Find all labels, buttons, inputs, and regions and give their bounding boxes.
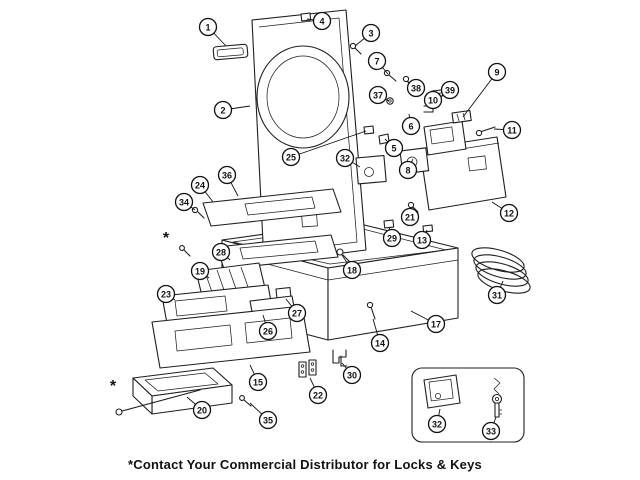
- svg-text:27: 27: [292, 309, 302, 319]
- svg-text:30: 30: [347, 371, 357, 381]
- callout-33: 33: [481, 416, 501, 441]
- svg-text:23: 23: [161, 290, 171, 300]
- callout-13: 13: [412, 229, 432, 250]
- callout-23: 23: [156, 284, 176, 304]
- svg-text:26: 26: [263, 327, 273, 337]
- svg-text:3: 3: [368, 29, 373, 39]
- lock-inset-box: [411, 367, 525, 443]
- callout-22: 22: [308, 377, 328, 405]
- drawer-assembly: [115, 367, 233, 416]
- console-assembly: [399, 109, 507, 211]
- callout-18: 18: [341, 254, 362, 280]
- svg-text:2: 2: [220, 106, 225, 116]
- callout-11: 11: [493, 120, 522, 140]
- callout-17: 17: [410, 310, 446, 334]
- callout-36: 36: [217, 165, 239, 197]
- callout-9: 9: [462, 62, 507, 118]
- svg-text:11: 11: [507, 126, 517, 136]
- callout-25: 25: [281, 130, 367, 167]
- callout-24: 24: [190, 175, 214, 203]
- svg-text:34: 34: [179, 198, 189, 208]
- svg-text:24: 24: [195, 181, 205, 191]
- svg-text:22: 22: [313, 391, 323, 401]
- svg-text:5: 5: [391, 144, 396, 154]
- power-cord-coil: [471, 247, 531, 294]
- callout-27: 27: [285, 298, 307, 323]
- callout-28: 28: [211, 242, 231, 262]
- svg-text:20: 20: [197, 406, 207, 416]
- callout-37: 37: [368, 85, 390, 105]
- callout-29: 29: [382, 226, 402, 248]
- svg-text:8: 8: [405, 166, 410, 176]
- callout-38: 38: [406, 78, 426, 98]
- callout-15: 15: [248, 364, 268, 392]
- callout-34: 34: [174, 192, 196, 212]
- callout-30: 30: [341, 362, 362, 385]
- svg-text:4: 4: [319, 17, 324, 27]
- top-trim-part: [212, 43, 249, 61]
- svg-text:35: 35: [263, 416, 273, 426]
- svg-text:13: 13: [417, 236, 427, 246]
- svg-text:33: 33: [486, 427, 496, 437]
- svg-text:29: 29: [387, 234, 397, 244]
- svg-text:37: 37: [373, 91, 383, 101]
- callout-32: 32: [335, 148, 361, 168]
- bracket-parts: [298, 349, 348, 378]
- asterisk-mark: *: [110, 378, 117, 395]
- callout-32: 32: [427, 408, 447, 434]
- callout-7: 7: [367, 51, 389, 75]
- svg-text:32: 32: [340, 154, 350, 164]
- callout-14: 14: [370, 318, 390, 353]
- svg-text:28: 28: [216, 248, 226, 258]
- svg-text:7: 7: [374, 57, 379, 67]
- callout-8: 8: [398, 158, 418, 180]
- svg-text:18: 18: [347, 266, 357, 276]
- svg-text:19: 19: [195, 267, 205, 277]
- callout-31: 31: [487, 280, 507, 305]
- svg-text:39: 39: [445, 86, 455, 96]
- callout-2: 2: [213, 100, 251, 120]
- control-panel-layers: [151, 188, 342, 369]
- callout-1: 1: [198, 17, 227, 47]
- svg-text:9: 9: [494, 68, 499, 78]
- callout-26: 26: [258, 314, 278, 341]
- svg-text:32: 32: [432, 420, 442, 430]
- svg-text:17: 17: [431, 320, 441, 330]
- svg-text:31: 31: [492, 291, 502, 301]
- svg-text:1: 1: [205, 23, 210, 33]
- svg-text:14: 14: [375, 339, 385, 349]
- svg-text:38: 38: [411, 84, 421, 94]
- svg-text:25: 25: [286, 153, 296, 163]
- svg-text:15: 15: [253, 378, 263, 388]
- callout-6: 6: [401, 113, 421, 136]
- callout-10: 10: [423, 90, 443, 110]
- callout-19: 19: [190, 261, 210, 281]
- callout-21: 21: [400, 206, 420, 227]
- callout-12: 12: [491, 201, 519, 223]
- callout-20: 20: [186, 396, 212, 420]
- distributor-note: *Contact Your Commercial Distributor for…: [128, 457, 482, 472]
- svg-text:36: 36: [222, 171, 232, 181]
- svg-text:6: 6: [408, 122, 413, 132]
- asterisk-mark: *: [163, 230, 170, 247]
- svg-text:12: 12: [504, 209, 514, 219]
- callout-3: 3: [354, 23, 381, 47]
- svg-text:10: 10: [428, 96, 438, 106]
- svg-text:21: 21: [405, 213, 415, 223]
- callout-4: 4: [306, 11, 332, 31]
- callout-35: 35: [249, 402, 278, 430]
- callout-5: 5: [384, 138, 404, 158]
